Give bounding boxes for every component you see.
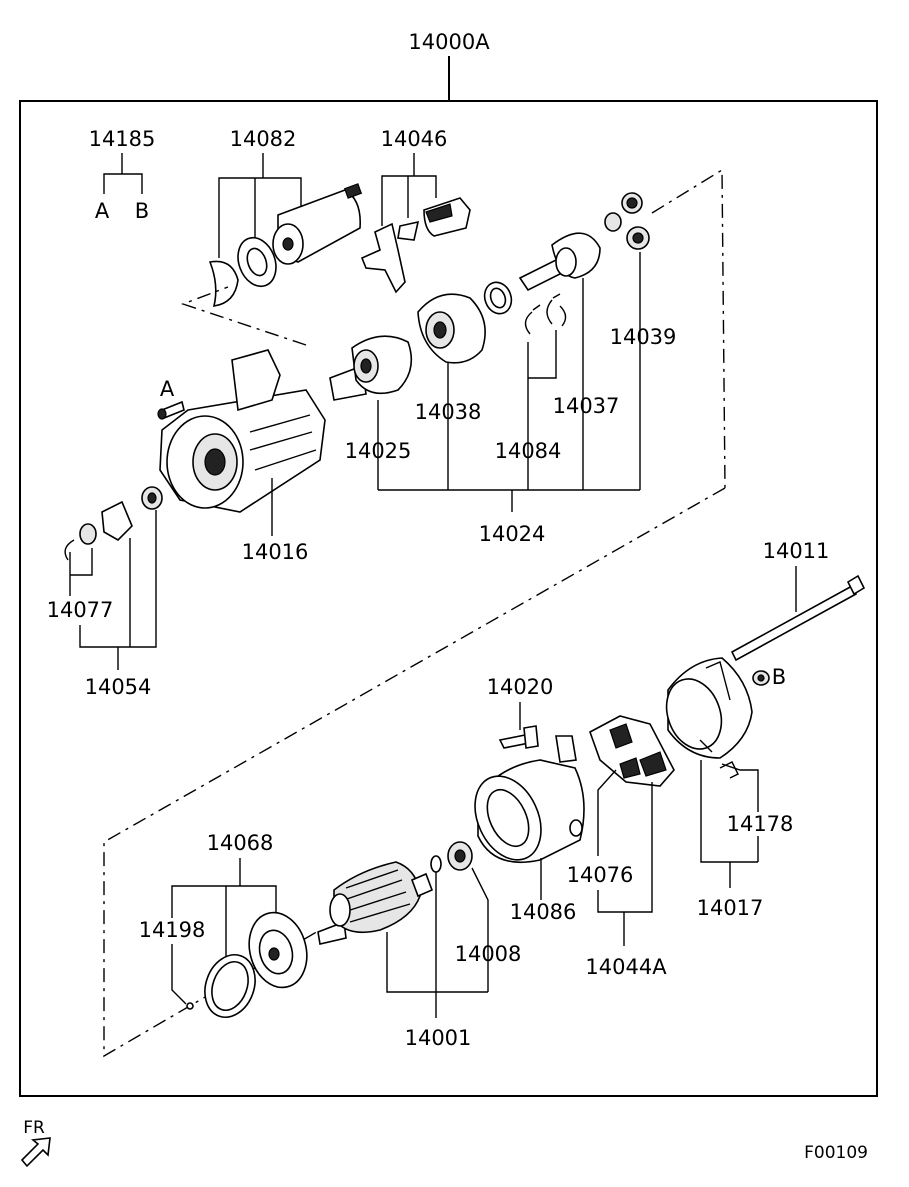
label-14082[interactable]: 14082	[230, 127, 297, 151]
brush-lead-part	[498, 725, 539, 749]
shift-lever-part	[360, 222, 406, 294]
subassembly-outline-top	[180, 168, 726, 489]
solenoid-plate-part	[208, 260, 239, 307]
label-14008[interactable]: 14008	[455, 942, 522, 966]
fr-arrow-icon	[20, 1137, 51, 1168]
leader-14076	[597, 769, 617, 856]
label-14084[interactable]: 14084	[495, 439, 562, 463]
leader-14024	[378, 489, 640, 512]
label-14086[interactable]: 14086	[510, 900, 577, 924]
label-14185[interactable]: 14185	[89, 127, 156, 151]
label-fr[interactable]: FR	[23, 1118, 45, 1138]
leader-14068	[171, 858, 277, 958]
label-14046[interactable]: 14046	[381, 127, 448, 151]
bolt-b-part	[752, 670, 770, 686]
leader-14044A	[597, 782, 653, 946]
leader-14178	[721, 763, 759, 862]
armature-bearing-part	[447, 841, 473, 871]
leader-14185	[103, 153, 143, 194]
label-14044A[interactable]: 14044A	[585, 955, 667, 979]
rear-cover-part	[665, 657, 753, 759]
label-14001[interactable]: 14001	[405, 1026, 472, 1050]
armature-part	[317, 861, 434, 945]
clip-part-3	[559, 305, 567, 327]
bolt-a-part	[157, 400, 185, 420]
label-14198[interactable]: 14198	[139, 918, 206, 942]
label-14000A[interactable]: 14000A	[408, 30, 490, 54]
leader-14046	[381, 153, 437, 226]
leader-14008	[471, 867, 489, 992]
yoke-part	[474, 735, 585, 864]
leader-14198	[171, 944, 187, 1005]
lever-holder-part	[423, 197, 471, 237]
leader-14054	[79, 510, 157, 670]
seal-ring-part	[204, 954, 256, 1018]
pinion-shaft-part	[329, 335, 413, 401]
label-ref-a[interactable]: A	[95, 199, 110, 223]
lever-pad-part	[397, 220, 420, 241]
leader-14077	[69, 548, 93, 596]
gear-housing-part	[417, 293, 486, 364]
label-14016[interactable]: 14016	[242, 540, 309, 564]
diagram-frame	[19, 100, 878, 1097]
gear-shaft-part	[518, 232, 601, 292]
label-14178[interactable]: 14178	[727, 812, 794, 836]
leader-14001	[386, 872, 488, 1018]
label-14037[interactable]: 14037	[553, 394, 620, 418]
label-bolt-a[interactable]: A	[160, 377, 175, 401]
label-ref-b[interactable]: B	[135, 199, 149, 223]
label-14039[interactable]: 14039	[610, 325, 677, 349]
end-plate-part	[248, 911, 308, 989]
o-ring-small-part	[186, 1002, 194, 1010]
label-14068[interactable]: 14068	[207, 831, 274, 855]
solenoid-part	[272, 183, 363, 265]
solenoid-gasket-part	[237, 236, 277, 288]
label-14017[interactable]: 14017	[697, 896, 764, 920]
clip-part-2	[546, 293, 561, 325]
label-14011[interactable]: 14011	[763, 539, 830, 563]
washer-inner-part	[489, 287, 507, 309]
label-14020[interactable]: 14020	[487, 675, 554, 699]
leader-14017	[700, 760, 758, 888]
label-14077[interactable]: 14077	[47, 598, 114, 622]
label-14054[interactable]: 14054	[85, 675, 152, 699]
label-14038[interactable]: 14038	[415, 400, 482, 424]
label-14025[interactable]: 14025	[345, 439, 412, 463]
leader-14084	[527, 330, 557, 490]
figure-code[interactable]: F00109	[804, 1143, 868, 1163]
through-bolt-part	[730, 574, 866, 662]
pinion-clutch-parts	[64, 486, 163, 561]
label-14024[interactable]: 14024	[479, 522, 546, 546]
clip-part-1	[524, 304, 541, 335]
bearing-nut-parts	[604, 192, 650, 250]
label-14076[interactable]: 14076	[567, 863, 634, 887]
drive-housing-part	[159, 349, 326, 513]
thrust-washer-part	[430, 855, 442, 873]
label-bolt-b[interactable]: B	[772, 665, 786, 689]
brush-holder-part	[589, 715, 675, 787]
leader-14082	[218, 153, 302, 258]
